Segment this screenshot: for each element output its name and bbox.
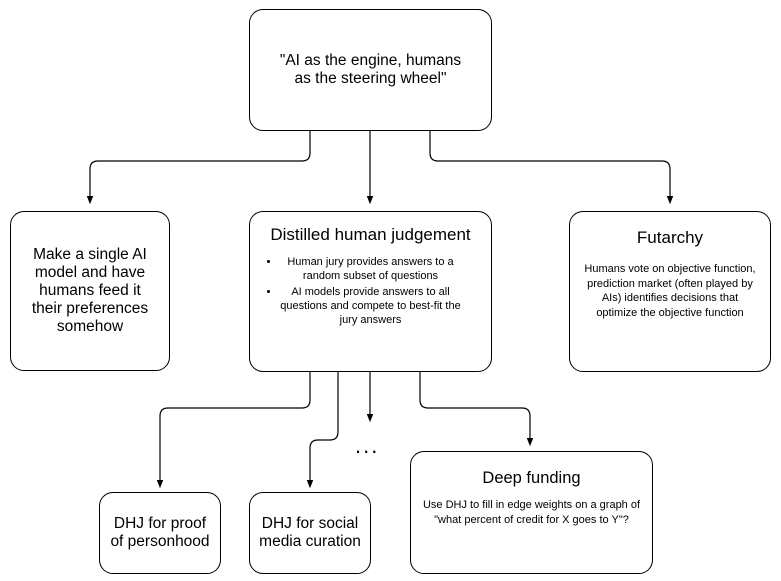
list-item-label: AI models provide answers to all questio…: [280, 286, 461, 326]
list-item: Human jury provides answers to a random …: [250, 255, 491, 283]
node-dhj-proof-of-personhood[interactable]: DHJ for proof of personhood: [99, 492, 221, 574]
node-dhj-social-media-curation[interactable]: DHJ for social media curation: [249, 492, 371, 574]
node-title: Futarchy: [636, 228, 704, 247]
node-title: "AI as the engine, humans as the steerin…: [279, 52, 462, 87]
edge-dhj-to-personhood: [156, 372, 311, 489]
edge-dhj-to-deep-funding: [419, 372, 534, 447]
node-title: Make a single AI model and have humans f…: [31, 246, 149, 335]
node-distilled-human-judgement[interactable]: Distilled human judgement Human jury pro…: [249, 211, 492, 372]
node-title: Distilled human judgement: [270, 225, 471, 244]
bullet-dot-icon: [267, 260, 270, 263]
node-make-single-ai-model[interactable]: Make a single AI model and have humans f…: [10, 211, 170, 371]
node-body-text: Humans vote on objective function, predi…: [584, 263, 756, 319]
node-body-text: Use DHJ to fill in edge weights on a gra…: [422, 499, 641, 526]
node-title: DHJ for proof of personhood: [110, 515, 210, 550]
edge-dhj-to-social-media: [306, 372, 339, 489]
bullet-dot-icon: [267, 290, 270, 293]
node-bullet-list: Human jury provides answers to a random …: [250, 255, 491, 329]
list-item-label: Human jury provides answers to a random …: [287, 256, 454, 282]
edge-root-to-futarchy: [429, 131, 674, 205]
edge-root-to-single-ai: [86, 131, 311, 205]
node-title: Deep funding: [482, 469, 581, 487]
node-futarchy[interactable]: Futarchy Humans vote on objective functi…: [569, 211, 771, 372]
list-item: AI models provide answers to all questio…: [250, 285, 491, 327]
node-deep-funding[interactable]: Deep funding Use DHJ to fill in edge wei…: [410, 451, 653, 574]
node-title: DHJ for social media curation: [259, 515, 361, 550]
node-ai-engine-humans-steering-wheel[interactable]: "AI as the engine, humans as the steerin…: [249, 9, 492, 131]
ellipsis-label: ...: [355, 433, 380, 458]
